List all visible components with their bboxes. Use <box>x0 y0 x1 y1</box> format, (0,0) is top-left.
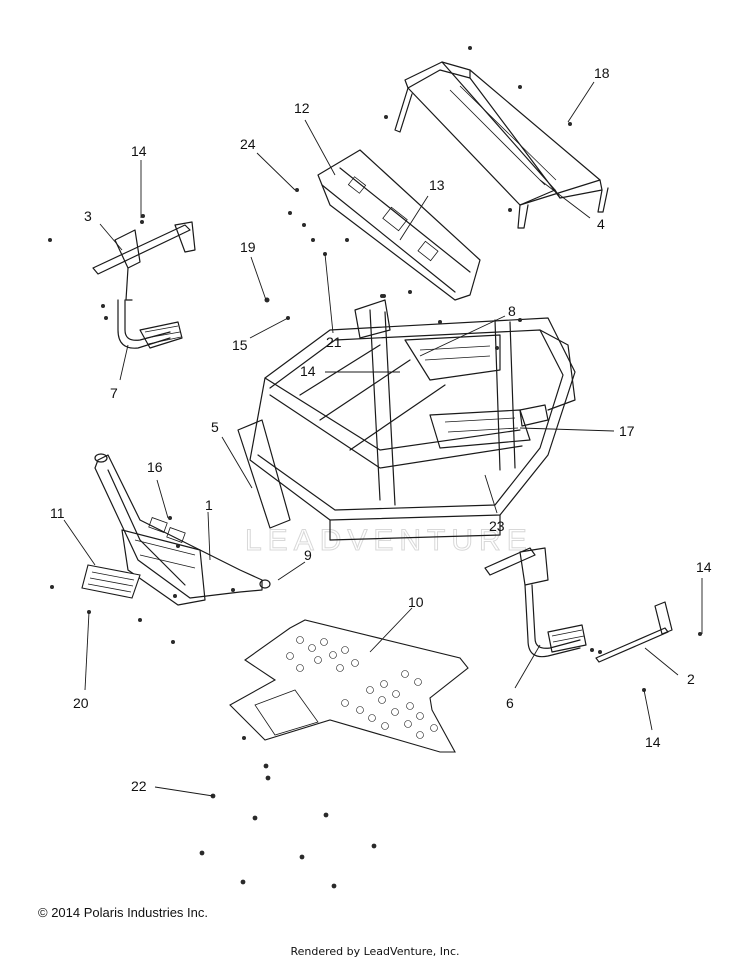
callout-7: 7 <box>110 385 118 401</box>
watermark: LEADVENTURE <box>245 524 533 557</box>
callout-11: 11 <box>50 505 65 521</box>
callout-17: 17 <box>619 423 635 439</box>
callout-8: 8 <box>508 303 516 319</box>
callout-18: 18 <box>594 65 610 81</box>
callout-21: 21 <box>326 334 342 350</box>
callout-14-right: 14 <box>696 559 712 575</box>
callout-10: 10 <box>408 594 424 610</box>
front-bumper-part <box>50 453 271 644</box>
callout-labels: 18 4 12 13 24 14 3 7 19 15 21 8 14 17 23… <box>50 65 712 794</box>
skid-plate-part <box>229 619 469 781</box>
rack-bolt <box>508 208 512 212</box>
rack-bolt <box>384 115 388 119</box>
copyright-notice: © 2014 Polaris Industries Inc. <box>38 905 208 920</box>
right-floor-support-part <box>484 547 702 692</box>
rack-bolt <box>518 85 522 89</box>
rendered-by-footer: Rendered by LeadVenture, Inc. <box>290 945 460 958</box>
left-floor-support-part <box>48 214 196 349</box>
callout-4: 4 <box>597 216 605 232</box>
skid-plate-holes <box>286 636 438 739</box>
callout-19: 19 <box>240 239 256 255</box>
callout-3: 3 <box>84 208 92 224</box>
callout-20: 20 <box>73 695 89 711</box>
callout-2: 2 <box>687 671 695 687</box>
callout-24: 24 <box>240 136 256 152</box>
rack-bolt <box>468 46 472 50</box>
rear-rack-part <box>384 46 609 229</box>
leader-lines <box>63 81 703 797</box>
callout-22: 22 <box>131 778 147 794</box>
callout-14-bottom: 14 <box>645 734 661 750</box>
callout-15-center: 14 <box>300 363 316 379</box>
callout-1: 1 <box>205 497 213 513</box>
callout-9: 9 <box>304 547 312 563</box>
main-frame-part <box>237 294 576 541</box>
rack-bolt <box>568 122 572 126</box>
callout-16: 16 <box>147 459 163 475</box>
callout-23: 23 <box>489 518 505 534</box>
callout-13: 13 <box>429 177 445 193</box>
callout-12: 12 <box>294 100 310 116</box>
callout-14-top: 14 <box>131 143 147 159</box>
cross-member-part <box>288 149 481 301</box>
callout-6: 6 <box>506 695 514 711</box>
callout-5: 5 <box>211 419 219 435</box>
callout-15-left: 15 <box>232 337 248 353</box>
